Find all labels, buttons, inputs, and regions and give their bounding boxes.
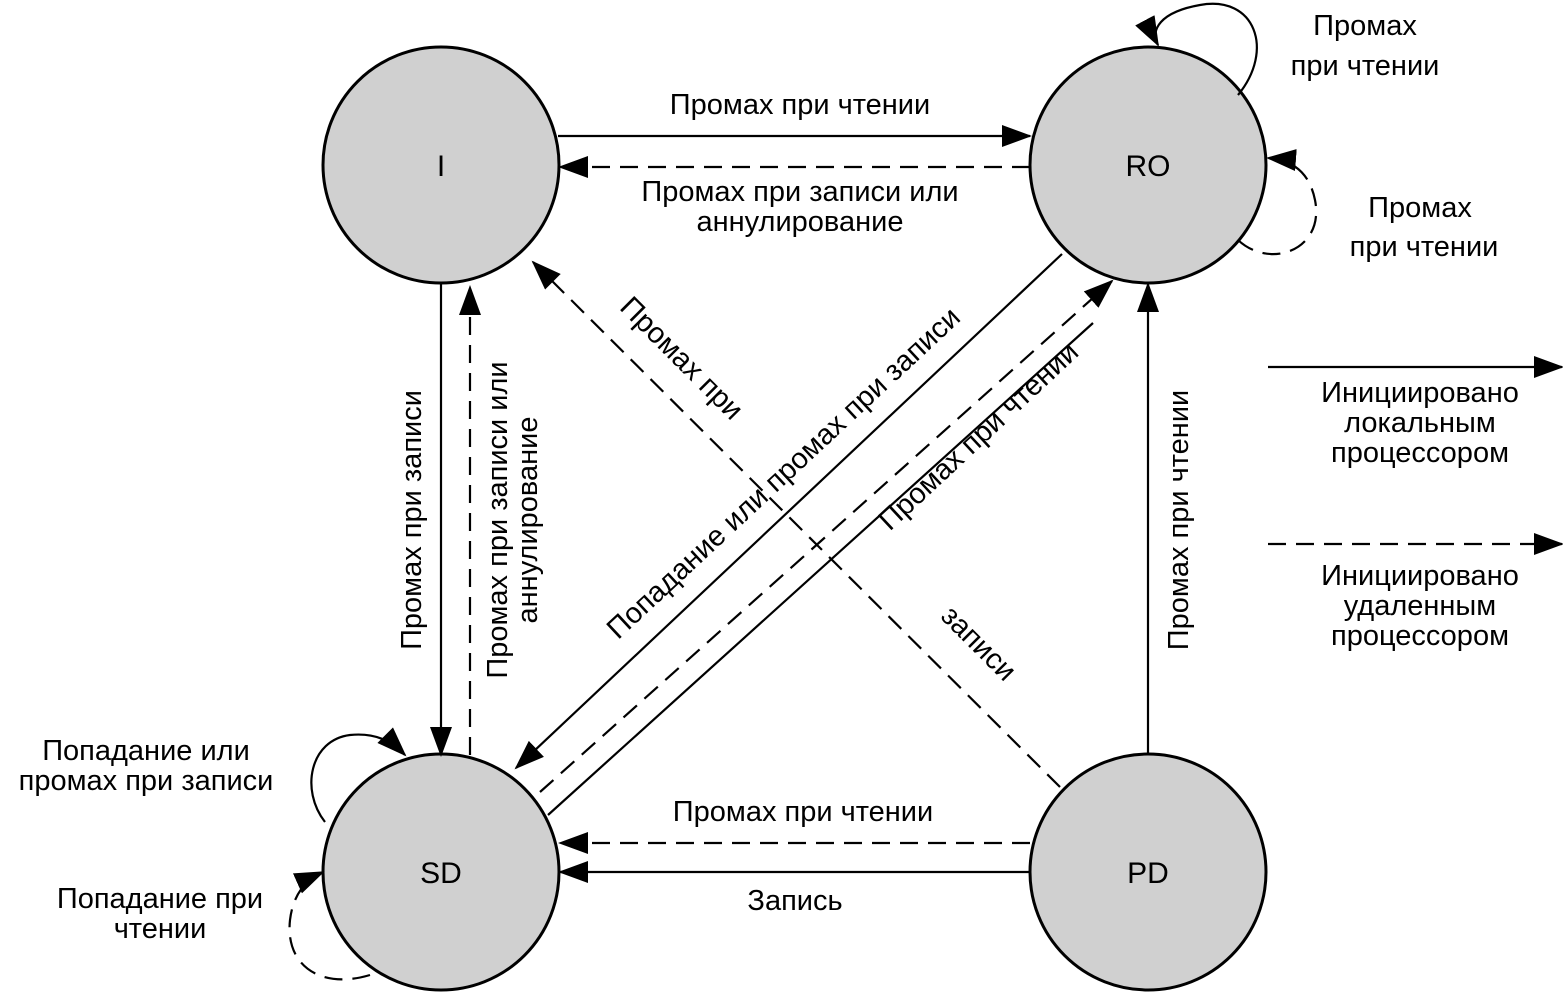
loop-ro-right xyxy=(1237,149,1318,256)
state-sd: SD xyxy=(321,752,561,992)
loop-sd-left xyxy=(288,870,371,981)
arrow-sd-to-ro-solid xyxy=(547,322,1094,816)
label-ro-self-right-line1: Промах xyxy=(1368,192,1472,224)
legend-local-line2: локальным xyxy=(1344,407,1496,439)
arrow-pd-to-i xyxy=(531,260,1061,788)
legend: Инициировано локальным процессором Иници… xyxy=(1268,356,1563,652)
label-ro-self-top-line2: при чтении xyxy=(1291,50,1440,82)
state-ro-label: RO xyxy=(1126,150,1171,183)
legend-local-line1: Инициировано xyxy=(1321,377,1519,409)
label-pd-to-i-part1: Промах при xyxy=(614,291,750,427)
label-i-to-ro: Промах при чтении xyxy=(670,89,930,121)
label-ro-self-top-line1: Промах xyxy=(1313,10,1417,42)
loop-ro-top xyxy=(1135,2,1258,96)
label-pd-to-sd-solid: Запись xyxy=(747,885,842,917)
arrow-sd-to-ro xyxy=(539,279,1114,793)
state-ro: RO xyxy=(1028,45,1268,285)
state-pd: PD xyxy=(1028,752,1268,992)
label-sd-self-top-line2: промах при записи xyxy=(19,765,274,797)
label-pd-to-ro: Промах при чтении xyxy=(1163,390,1195,650)
state-pd-label: PD xyxy=(1127,857,1169,890)
state-sd-label: SD xyxy=(420,857,462,890)
label-ro-to-i-line2: аннулирование xyxy=(697,206,904,238)
label-sd-self-left-line2: чтении xyxy=(114,913,207,945)
label-ro-self-right-line2: при чтении xyxy=(1350,231,1499,263)
label-sd-self-left-line1: Попадание при xyxy=(57,883,263,915)
legend-local-line3: процессором xyxy=(1331,437,1509,469)
label-sd-to-i-line2: аннулирование xyxy=(512,417,544,624)
legend-remote-line1: Инициировано xyxy=(1321,560,1519,592)
label-sd-to-i-line1: Промах при записи или xyxy=(482,361,514,678)
label-sd-self-top-line1: Попадание или xyxy=(42,735,250,767)
label-i-to-sd: Промах при записи xyxy=(396,390,428,650)
state-i: I xyxy=(321,45,561,285)
state-i-label: I xyxy=(437,150,445,183)
label-pd-to-i-part2: записи xyxy=(935,600,1023,688)
legend-remote-line2: удаленным xyxy=(1344,590,1496,622)
legend-remote-line3: процессором xyxy=(1331,620,1509,652)
label-pd-to-sd-dashed: Промах при чтении xyxy=(673,796,933,828)
label-ro-to-i-line1: Промах при записи или xyxy=(641,176,958,208)
arrow-ro-to-sd xyxy=(514,253,1063,770)
loop-sd-top xyxy=(310,727,407,823)
